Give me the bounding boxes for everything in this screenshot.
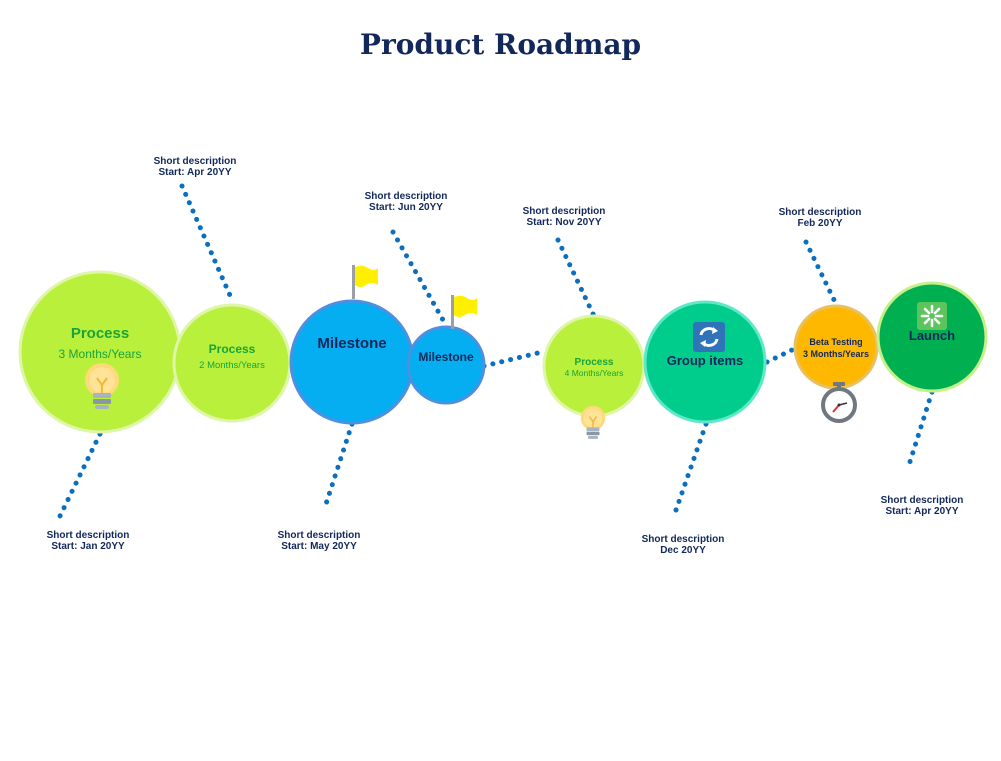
node-circle — [876, 281, 988, 393]
connector-4 — [390, 229, 446, 323]
node-subtitle: 3 Months/Years — [803, 349, 869, 359]
connector-6 — [555, 237, 597, 319]
node-title: Group items — [667, 353, 744, 368]
node-launch[interactable]: Launch — [876, 281, 988, 393]
sparkle-icon — [917, 302, 947, 330]
connector-1 — [57, 431, 103, 519]
connector-2 — [179, 183, 235, 303]
node-title: Beta Testing — [809, 337, 862, 347]
description-line-2: Start: Jun 20YY — [369, 202, 443, 213]
stopwatch-icon — [821, 382, 857, 423]
description-line-2: Start: Apr 20YY — [159, 167, 232, 178]
description-line-1: Short description — [642, 534, 725, 545]
node-title: Process — [71, 325, 129, 342]
description-line-2: Dec 20YY — [660, 545, 706, 556]
description-line-1: Short description — [47, 530, 130, 541]
node-title: Launch — [909, 328, 955, 343]
page-title: Product Roadmap — [359, 28, 642, 61]
description-line-2: Start: Jan 20YY — [51, 541, 125, 552]
connector-8 — [764, 345, 799, 365]
description-line-1: Short description — [779, 207, 862, 218]
node-circle — [406, 325, 486, 405]
description-line-1: Short description — [154, 156, 237, 167]
flag-icon — [352, 265, 378, 299]
connector-7 — [673, 421, 709, 513]
node-subtitle: 4 Months/Years — [565, 368, 624, 378]
node-process-2[interactable]: Process 2 Months/Years — [172, 303, 292, 423]
lightbulb-icon — [85, 363, 119, 409]
node-title: Milestone — [317, 335, 386, 352]
connector-9 — [803, 239, 839, 307]
description-line-1: Short description — [881, 495, 964, 506]
node-circle — [793, 304, 879, 390]
sync-icon — [693, 322, 725, 352]
node-process-1[interactable]: Process 3 Months/Years — [18, 270, 182, 434]
node-milestone-1[interactable]: Milestone — [289, 299, 415, 425]
description-line-2: Start: May 20YY — [281, 541, 357, 552]
description-line-2: Start: Apr 20YY — [886, 506, 959, 517]
node-circle — [289, 299, 415, 425]
connector-5 — [481, 349, 545, 369]
node-circle — [643, 300, 767, 424]
description-line-1: Short description — [278, 530, 361, 541]
node-title: Milestone — [418, 350, 474, 364]
node-group-items[interactable]: Group items — [643, 300, 767, 424]
lightbulb-icon — [580, 405, 606, 439]
node-title: Process — [575, 357, 614, 368]
node-subtitle: 3 Months/Years — [59, 347, 142, 361]
node-milestone-2[interactable]: Milestone — [406, 325, 486, 405]
node-beta-testing[interactable]: Beta Testing 3 Months/Years — [793, 304, 879, 390]
icon-layer — [85, 265, 947, 439]
description-line-2: Feb 20YY — [797, 218, 842, 229]
description-line-2: Start: Nov 20YY — [526, 217, 601, 228]
node-subtitle: 2 Months/Years — [199, 360, 265, 371]
description-line-1: Short description — [365, 191, 448, 202]
connector-3 — [321, 421, 355, 513]
connector-10 — [905, 389, 935, 471]
description-line-1: Short description — [523, 206, 606, 217]
node-title: Process — [209, 342, 256, 356]
connector-layer — [57, 183, 935, 519]
flag-icon — [451, 295, 477, 329]
